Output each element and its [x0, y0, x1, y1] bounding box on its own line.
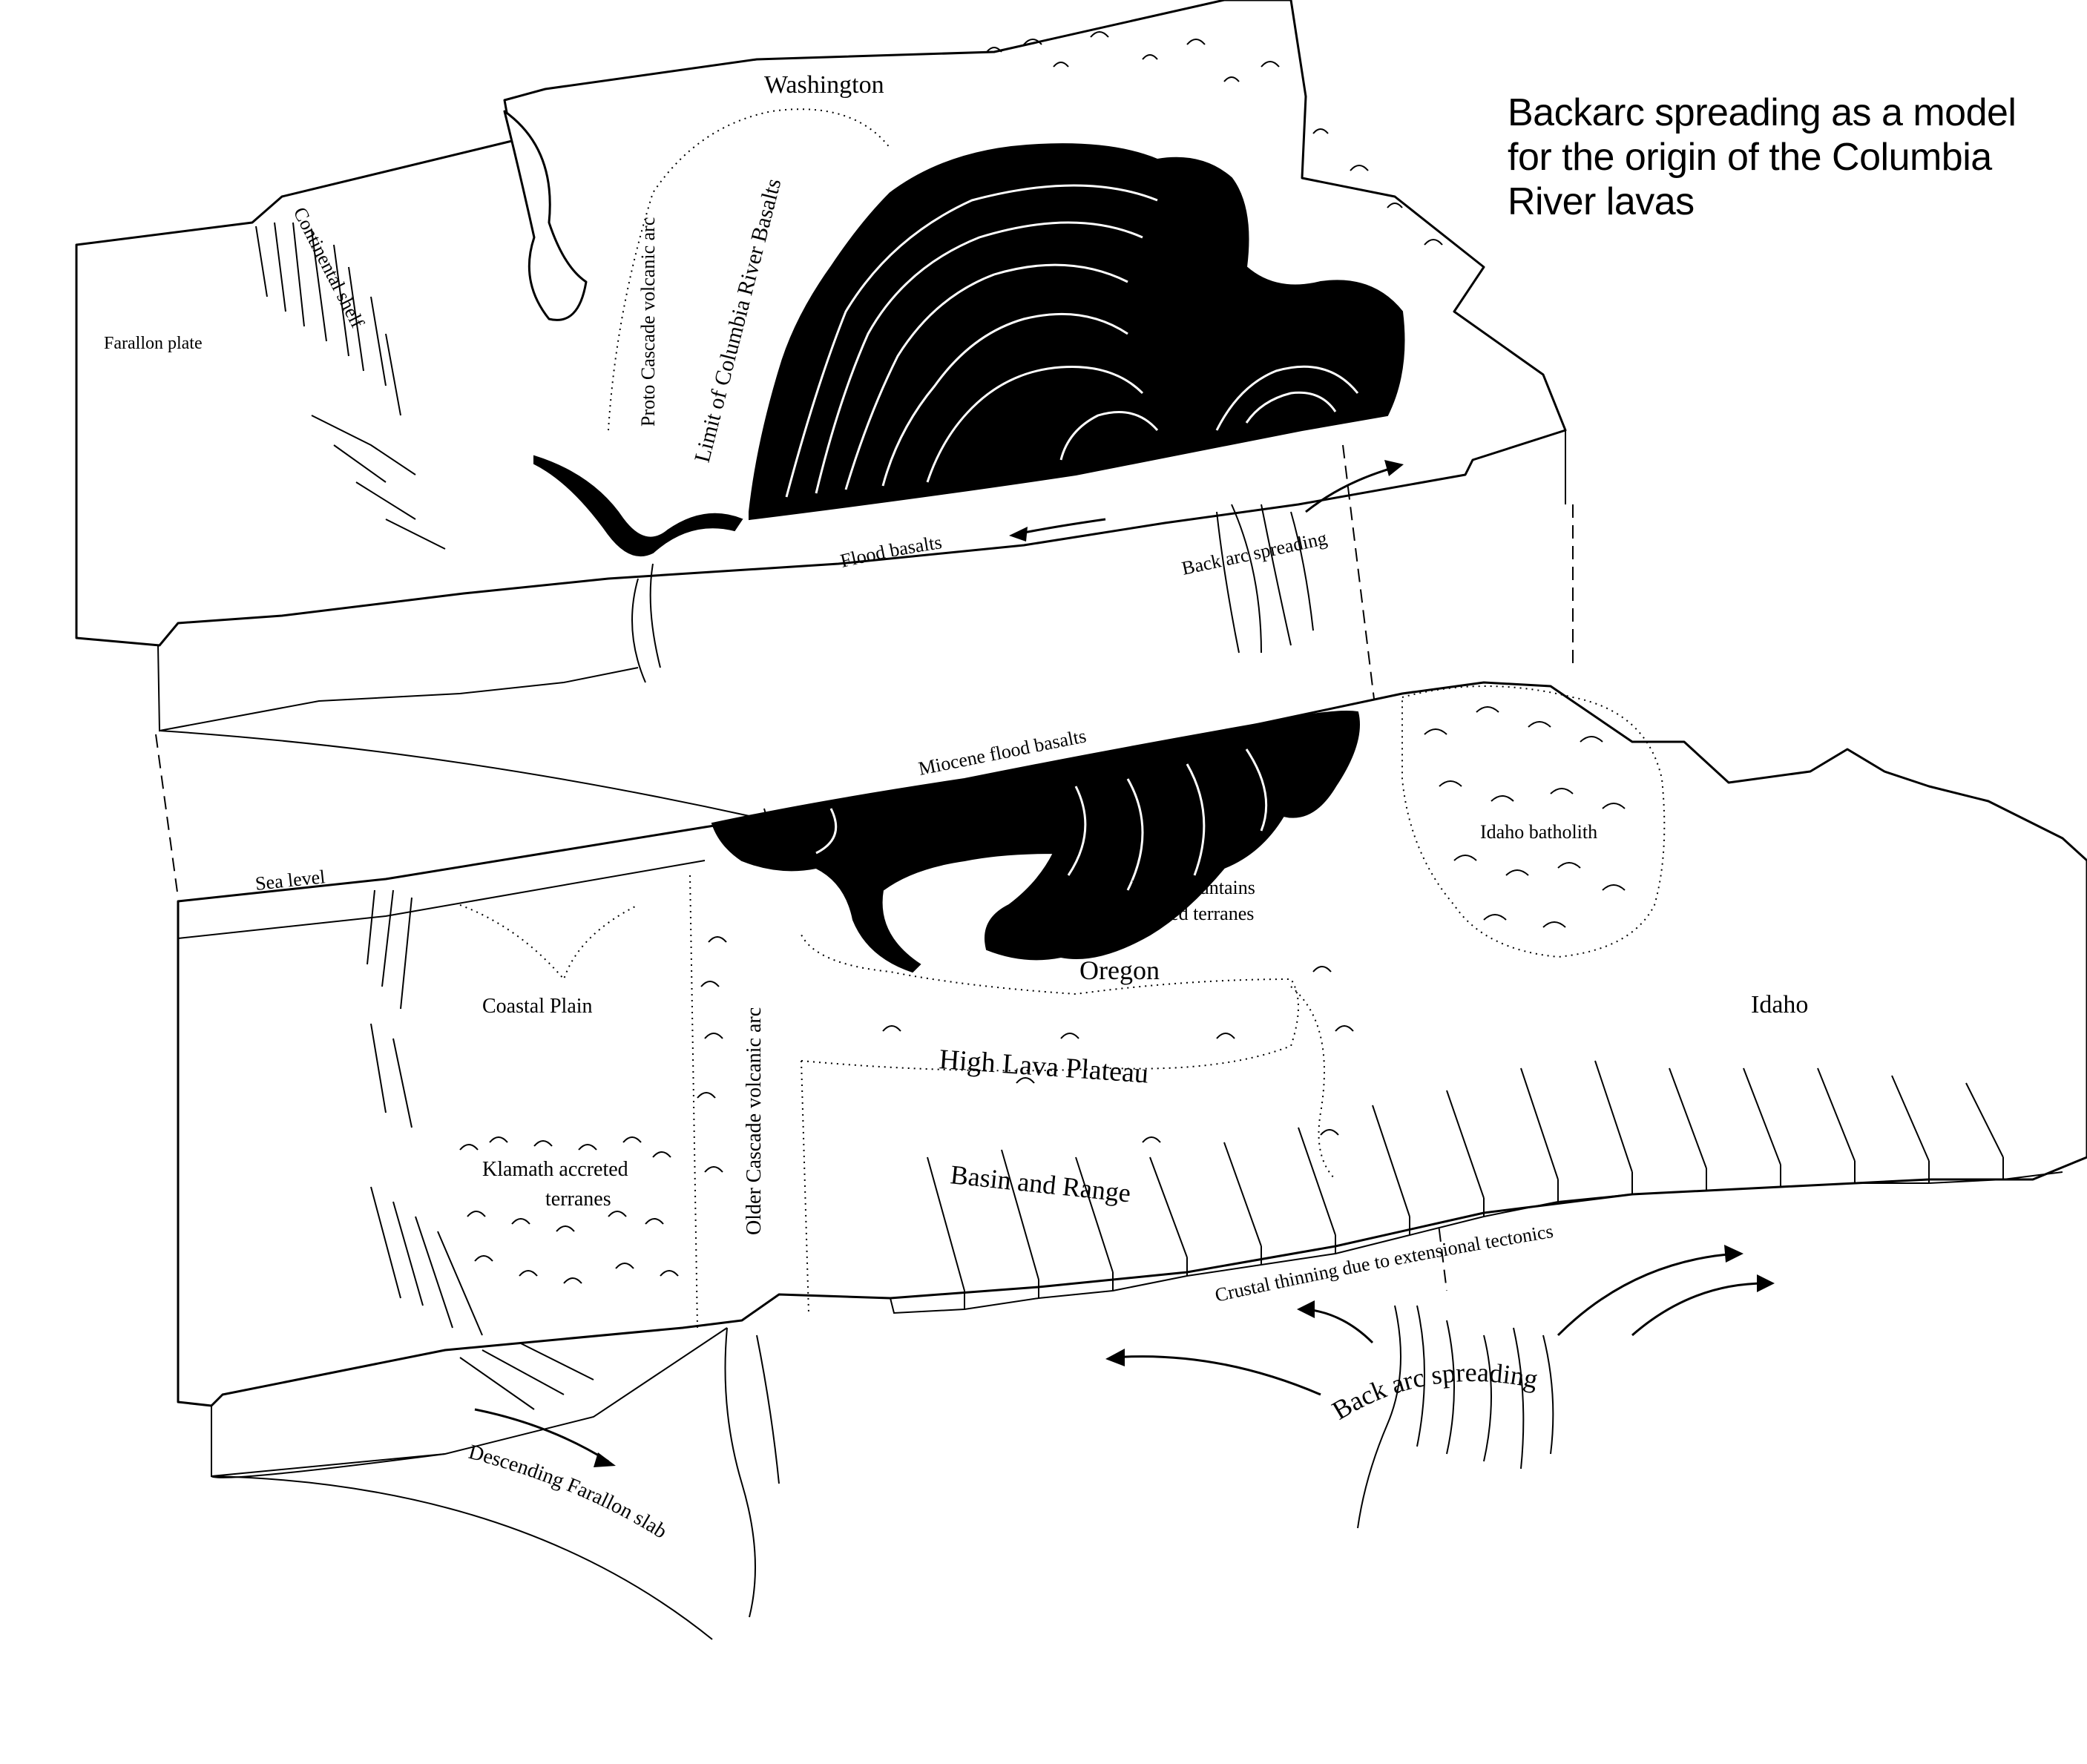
lower-slab-bottom: [211, 1453, 446, 1478]
diagram-title: Backarc spreading as a model for the ori…: [1508, 90, 2071, 224]
lower-block-outline: [177, 681, 2087, 1407]
label-idaho-batholith: Idaho batholith: [1480, 821, 1597, 843]
upper-block: Washington Farallon plate Continental sh…: [75, 0, 1567, 852]
upper-arrowhead-left: [1009, 527, 1028, 542]
lower-arrowhead-left-2: [1297, 1300, 1315, 1318]
basalt-limit-line: [608, 108, 891, 431]
title-line-1: Backarc spreading as a model: [1508, 91, 2017, 134]
lower-arrowhead-left-1: [1105, 1349, 1125, 1366]
lower-arrow-left-1: [1112, 1355, 1321, 1396]
puget-sound: [503, 110, 588, 321]
lower-arrow-right-1: [1557, 1252, 1737, 1337]
upper-feeder-dikes: [631, 504, 1314, 683]
lower-block: Miocene flood basalts Sea level Idaho ba…: [177, 681, 2087, 1640]
lower-sea-level: [177, 860, 706, 939]
upper-arrow-right: [1305, 466, 1396, 513]
miocene-basalt-field: [711, 711, 1360, 973]
upper-front-face: [76, 637, 639, 732]
lower-arrowhead-right-2: [1757, 1274, 1775, 1292]
label-klamath-2: terranes: [545, 1188, 611, 1211]
label-oregon: Oregon: [1079, 955, 1160, 985]
upper-arrowhead-right: [1384, 460, 1404, 476]
basalt-flow-lines: [785, 184, 1359, 498]
batholith-symbols: [1424, 706, 1626, 928]
title-line-3: River lavas: [1508, 180, 1695, 223]
connector-left: [155, 734, 179, 898]
columbia-basalt-field: [749, 143, 1405, 521]
lower-arrowhead-right-1: [1724, 1245, 1743, 1263]
label-proto-cascade: Proto Cascade volcanic arc: [637, 217, 659, 427]
label-idaho: Idaho: [1751, 991, 1808, 1018]
continental-shelf-hachures: [255, 222, 446, 550]
label-descending: Descending Farallon slab: [466, 1441, 671, 1544]
label-coastal-plain: Coastal Plain: [482, 995, 593, 1018]
fault-blocks: [890, 1060, 2063, 1314]
older-cascade-path: Older Cascade volcanic arc: [743, 1007, 766, 1235]
label-upper-back-arc: Back arc spreading: [1180, 527, 1329, 579]
label-older-cascade: Older Cascade volcanic arc: [743, 1007, 766, 1235]
slab-arrowhead: [594, 1452, 616, 1467]
label-washington: Washington: [764, 71, 884, 99]
volcano-symbols: [697, 936, 1354, 1173]
miocene-flow-lines: [815, 748, 1268, 891]
ne-mountains: [986, 31, 1443, 246]
title-line-2: for the origin of the Columbia: [1508, 136, 1992, 179]
proto-cascade-path: Proto Cascade volcanic arc: [637, 217, 659, 427]
lower-arrow-left-2: [1305, 1308, 1374, 1344]
label-klamath-1: Klamath accreted: [482, 1158, 628, 1181]
label-blue-mountains-1: Blue Mountains: [1131, 877, 1255, 898]
klamath-terranes: [459, 1136, 679, 1284]
lower-slab-top: [211, 1475, 713, 1640]
label-lower-back-arc: Back arc spreading: [1327, 1357, 1541, 1426]
upper-back-arc-path: Back arc spreading: [1180, 527, 1329, 579]
label-farallon-plate: Farallon plate: [104, 334, 203, 353]
lower-feeder-dikes: [724, 1305, 1554, 1618]
descending-path: Descending Farallon slab: [466, 1441, 671, 1544]
province-boundaries: [459, 875, 1336, 1329]
lower-arrow-right-2: [1631, 1282, 1766, 1337]
lower-coast-hachures: [367, 889, 594, 1410]
label-blue-mountains-2: accreted terranes: [1124, 903, 1254, 924]
lower-back-arc-path: Back arc spreading: [1327, 1357, 1541, 1426]
trench: [533, 455, 743, 556]
slab-arrow: [474, 1408, 609, 1463]
